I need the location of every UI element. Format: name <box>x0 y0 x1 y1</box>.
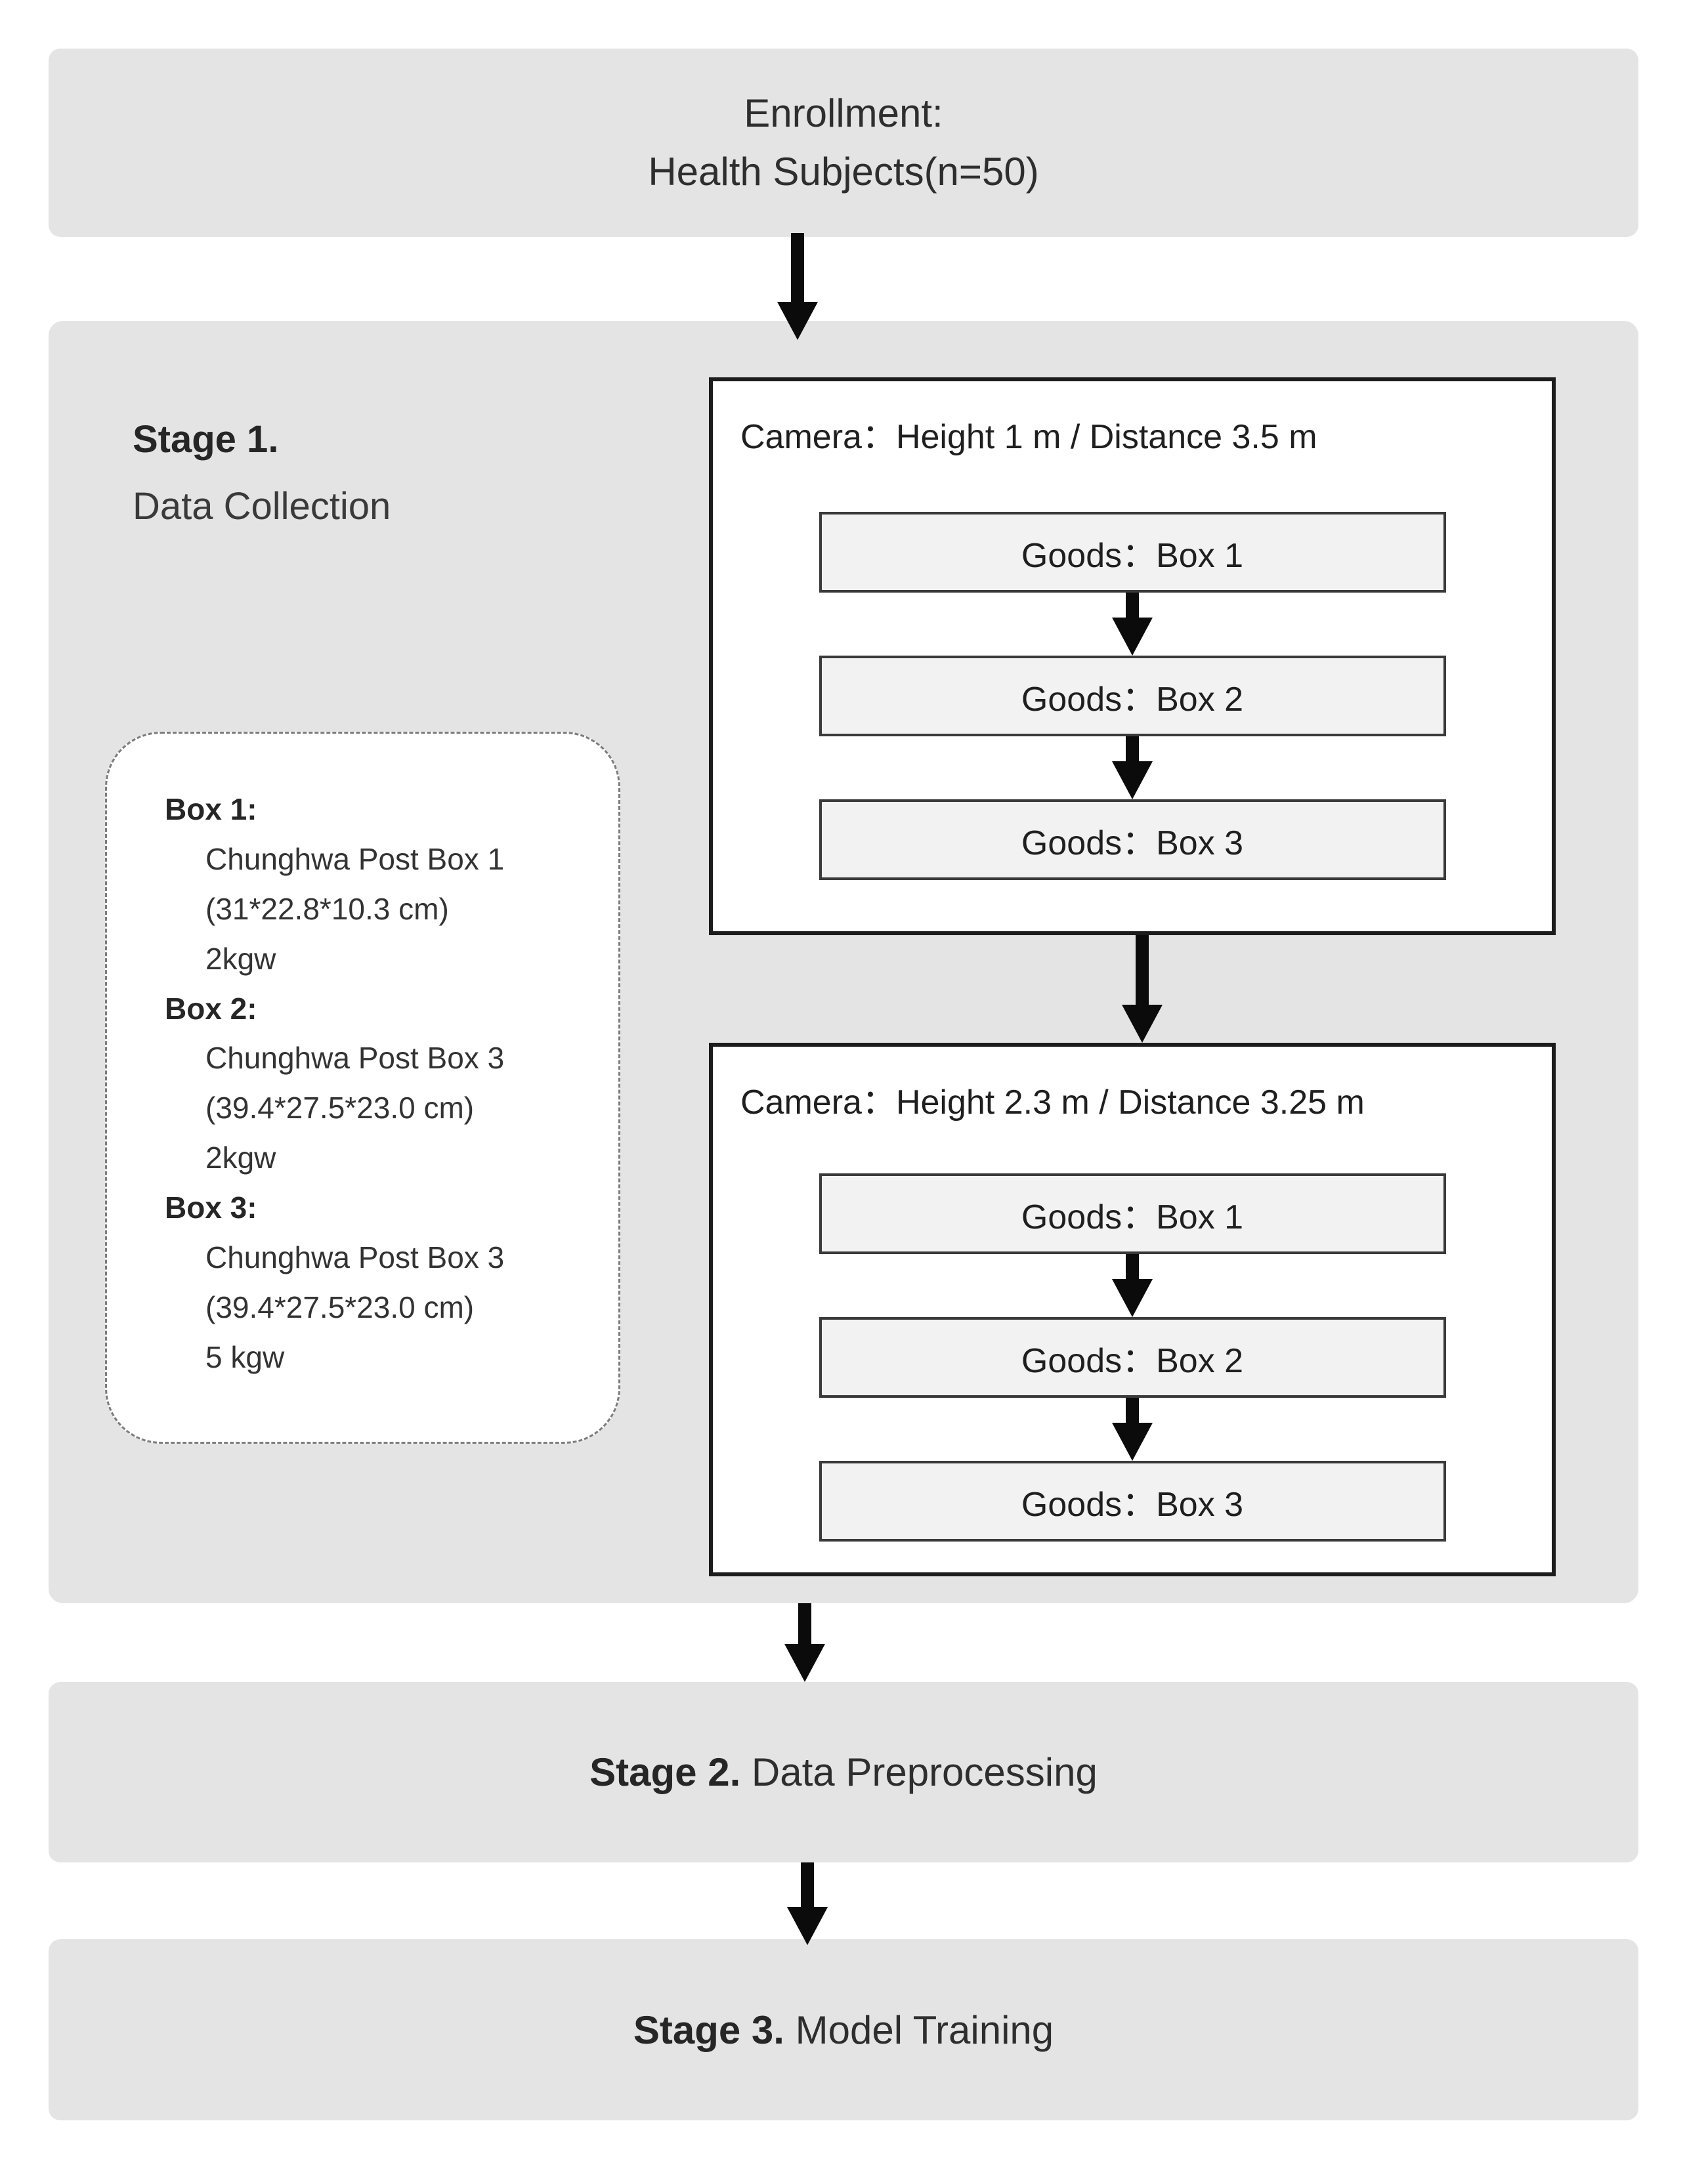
down-arrow-goods <box>1112 1254 1153 1317</box>
box-specs-panel: Box 1: Chunghwa Post Box 1 (31*22.8*10.3… <box>105 732 620 1444</box>
goods-box: Goods：Box 3 <box>819 799 1446 880</box>
goods-label: Goods：Box 1 <box>1021 1198 1244 1236</box>
box-spec-group-1: Box 1: Chunghwa Post Box 1 (31*22.8*10.3… <box>165 785 592 984</box>
box-spec-line: Chunghwa Post Box 3 <box>205 1240 505 1275</box>
goods-box: Goods：Box 1 <box>819 512 1446 593</box>
stage2-label: Stage 2. Data Preprocessing <box>589 1750 1098 1795</box>
down-arrow-stage2-to-stage3 <box>787 1862 828 1945</box>
stage3-label-text: Model Training <box>784 2007 1054 2052</box>
arrow-head <box>1112 1423 1153 1461</box>
stage3-label: Stage 3. Model Training <box>633 2007 1054 2053</box>
goods-box: Goods：Box 1 <box>819 1173 1446 1254</box>
box-spec-label: Box 1: <box>165 792 257 826</box>
box-spec-line: (39.4*27.5*23.0 cm) <box>205 1290 475 1324</box>
goods-box: Goods：Box 2 <box>819 1317 1446 1398</box>
goods-label: Goods：Box 1 <box>1021 537 1244 575</box>
stage3-box: Stage 3. Model Training <box>49 1939 1638 2120</box>
box-spec-group-3: Box 3: Chunghwa Post Box 3 (39.4*27.5*23… <box>165 1183 592 1383</box>
arrow-head <box>1112 1279 1153 1317</box>
goods-label: Goods：Box 3 <box>1021 824 1244 862</box>
goods-label: Goods：Box 2 <box>1021 1342 1244 1380</box>
arrow-head <box>777 302 818 340</box>
goods-box: Goods：Box 2 <box>819 656 1446 736</box>
enrollment-line1: Enrollment: <box>744 91 943 135</box>
arrow-stem <box>1126 736 1139 761</box>
down-arrow-goods <box>1112 593 1153 656</box>
arrow-stem <box>791 233 804 302</box>
arrow-stem <box>1126 1254 1139 1279</box>
arrow-stem <box>1136 935 1149 1005</box>
box-spec-line: 2kgw <box>205 1141 276 1175</box>
box-spec-label: Box 3: <box>165 1190 257 1225</box>
enrollment-box: Enrollment: Health Subjects(n=50) <box>49 49 1638 237</box>
stage1-label-number: Stage 1. <box>133 418 279 461</box>
arrow-head <box>1112 761 1153 799</box>
box-spec-label: Box 2: <box>165 991 257 1026</box>
down-arrow-enrollment-to-stage1 <box>777 233 818 340</box>
camera-1-header: Camera：Height 1 m / Distance 3.5 m <box>740 418 1317 456</box>
arrow-stem <box>1126 593 1139 618</box>
stage1-container: Stage 1. Data Collection Box 1: Chunghwa… <box>49 321 1638 1603</box>
down-arrow-camera1-to-camera2 <box>1122 935 1163 1043</box>
camera-session-1-box: Camera：Height 1 m / Distance 3.5 m Goods… <box>709 377 1556 935</box>
goods-label: Goods：Box 3 <box>1021 1486 1244 1524</box>
camera-2-header: Camera：Height 2.3 m / Distance 3.25 m <box>740 1083 1365 1122</box>
enrollment-line2: Health Subjects(n=50) <box>648 149 1039 194</box>
box-spec-line: (31*22.8*10.3 cm) <box>205 891 449 926</box>
arrow-head <box>1122 1005 1163 1043</box>
down-arrow-goods <box>1112 736 1153 799</box>
box-spec-group-2: Box 2: Chunghwa Post Box 3 (39.4*27.5*23… <box>165 984 592 1184</box>
stage1-label-text: Data Collection <box>133 484 391 528</box>
stage2-label-number: Stage 2. <box>589 1750 741 1794</box>
stage3-label-number: Stage 3. <box>633 2007 784 2052</box>
camera-2-goods-stack: Goods：Box 1 Goods：Box 2 Goods：Box 3 <box>819 1173 1446 1542</box>
stage2-box: Stage 2. Data Preprocessing <box>49 1682 1638 1862</box>
arrow-stem <box>801 1862 814 1907</box>
arrow-head <box>787 1907 828 1945</box>
box-spec-line: (39.4*27.5*23.0 cm) <box>205 1091 475 1125</box>
arrow-head <box>784 1644 825 1682</box>
goods-box: Goods：Box 3 <box>819 1461 1446 1542</box>
box-spec-line: Chunghwa Post Box 3 <box>205 1041 505 1076</box>
box-spec-line: 2kgw <box>205 941 276 976</box>
camera-session-2-box: Camera：Height 2.3 m / Distance 3.25 m Go… <box>709 1043 1556 1576</box>
goods-label: Goods：Box 2 <box>1021 681 1244 719</box>
down-arrow-stage1-to-stage2 <box>784 1603 825 1682</box>
box-spec-line: 5 kgw <box>205 1339 285 1374</box>
arrow-stem <box>798 1603 811 1644</box>
box-spec-line: Chunghwa Post Box 1 <box>205 841 505 876</box>
camera-1-goods-stack: Goods：Box 1 Goods：Box 2 Goods：Box 3 <box>819 512 1446 880</box>
arrow-head <box>1112 618 1153 656</box>
down-arrow-goods <box>1112 1398 1153 1461</box>
stage1-label: Stage 1. Data Collection <box>133 406 391 539</box>
arrow-stem <box>1126 1398 1139 1423</box>
stage2-label-text: Data Preprocessing <box>740 1750 1098 1794</box>
